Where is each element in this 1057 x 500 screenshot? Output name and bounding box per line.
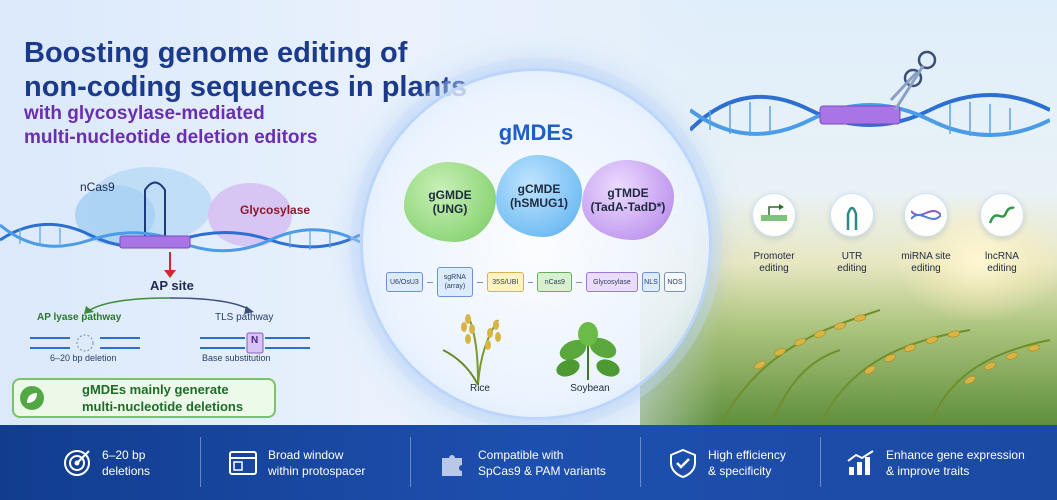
feature-line: Enhance gene expression xyxy=(886,447,1025,462)
callout-box xyxy=(12,378,276,418)
n-base-label: N xyxy=(251,335,259,346)
app-label-line: editing xyxy=(987,263,1017,274)
feature-line: & improve traits xyxy=(886,463,970,478)
lncrna-editing-icon xyxy=(980,193,1024,237)
feature-line: High efficiency xyxy=(708,447,786,462)
construct-glycosylase: Glycosylase xyxy=(585,272,638,292)
app-label-line: lncRNA xyxy=(985,251,1019,262)
editor-gcmde: gCMDE(hSMUG1) xyxy=(496,155,582,237)
gmdes-circle xyxy=(360,68,712,420)
construct-link xyxy=(576,281,582,283)
construct-ncas9: nCas9 xyxy=(537,272,573,292)
vector-construct: U6/OsU3 sgRNA (array) 35S/UBI nCas9 Glyc… xyxy=(386,264,686,300)
window-icon xyxy=(228,448,258,478)
editor-gtmde: gTMDE(TadA-TadD*) xyxy=(582,160,674,240)
target-icon xyxy=(62,448,92,478)
title-line-1: Boosting genome editing of xyxy=(24,37,408,69)
utr-editing-icon xyxy=(830,193,874,237)
app-label-line: editing xyxy=(759,263,789,274)
feature-line: SpCas9 & PAM variants xyxy=(478,463,606,478)
editor-name: gGMDE xyxy=(428,188,472,202)
features-banner xyxy=(0,425,1057,500)
rice-panicles-illustration xyxy=(719,309,1051,425)
puzzle-icon xyxy=(438,448,468,478)
feature-expression: Enhance gene expression& improve traits xyxy=(846,425,1025,500)
feature-line: deletions xyxy=(102,463,151,478)
gmdes-title: gMDEs xyxy=(498,120,574,145)
construct-sgrna: sgRNA (array) xyxy=(436,267,474,297)
feature-line: 6–20 bp xyxy=(102,447,146,462)
banner-divider xyxy=(820,437,821,487)
app-label-line: editing xyxy=(911,263,941,274)
feature-efficiency: High efficiency& specificity xyxy=(668,425,786,500)
editor-enzyme: (UNG) xyxy=(432,202,468,216)
feature-line: Broad window xyxy=(268,447,344,462)
editor-ggmde: gGMDE(UNG) xyxy=(404,162,496,242)
tls-pathway-label: TLS pathway xyxy=(215,312,274,323)
feature-line: Compatible with xyxy=(478,447,564,462)
growth-chart-icon xyxy=(846,448,876,478)
rice-plant-icon xyxy=(442,314,501,385)
callout-line-1: gMDEs mainly generate xyxy=(82,382,229,397)
construct-nls: NLS xyxy=(641,272,660,292)
feature-line: & specificity xyxy=(708,463,772,478)
soybean-label: Soybean xyxy=(570,383,610,394)
callout-line-2: multi-nucleotide deletions xyxy=(82,399,244,414)
subtitle-line-1: with glycosylase-mediated xyxy=(24,103,265,124)
mirna-site-editing-icon xyxy=(904,193,948,237)
promoter-editing-icon xyxy=(752,193,796,237)
shield-check-icon xyxy=(668,448,698,478)
app-label-line: editing xyxy=(837,263,867,274)
construct-link xyxy=(426,281,433,283)
dna-scissors-illustration xyxy=(690,50,1050,137)
ap-site-label: AP site xyxy=(150,278,194,293)
editor-name: gCMDE xyxy=(517,182,561,196)
main-title: Boosting genome editing of non-coding se… xyxy=(24,36,584,104)
subtitle-line-2: multi-nucleotide deletion editors xyxy=(24,127,318,148)
leaf-icon xyxy=(20,386,44,410)
base-substitution-label: Base substitution xyxy=(202,353,271,363)
construct-nos: NOS xyxy=(663,272,686,292)
glycosylase-label: Glycosylase xyxy=(240,203,311,217)
construct-link xyxy=(527,281,534,283)
subtitle: with glycosylase-mediated multi-nucleoti… xyxy=(24,102,584,150)
construct-35s: 35S/UBI xyxy=(486,272,524,292)
banner-divider xyxy=(410,437,411,487)
title-line-2: non-coding sequences in plants xyxy=(24,71,468,103)
app-label-line: UTR xyxy=(841,251,863,262)
editor-enzyme: (TadA-TadD*) xyxy=(590,200,666,214)
editor-enzyme: (hSMUG1) xyxy=(510,196,568,210)
construct-u6: U6/OsU3 xyxy=(386,272,423,292)
feature-line: within protospacer xyxy=(268,463,366,478)
mechanism-diagram xyxy=(0,167,360,354)
app-label-line: Promoter xyxy=(753,251,795,262)
deletion-label: 6–20 bp deletion xyxy=(50,353,117,363)
app-label-line: miRNA site xyxy=(901,251,951,262)
construct-link xyxy=(477,281,483,283)
soybean-plant-icon xyxy=(556,322,620,380)
ap-lyase-pathway-label: AP lyase pathway xyxy=(37,312,122,323)
ncas9-label: nCas9 xyxy=(80,180,115,194)
banner-divider xyxy=(640,437,641,487)
banner-divider xyxy=(200,437,201,487)
rice-label: Rice xyxy=(469,383,490,394)
editor-name: gTMDE xyxy=(607,186,649,200)
